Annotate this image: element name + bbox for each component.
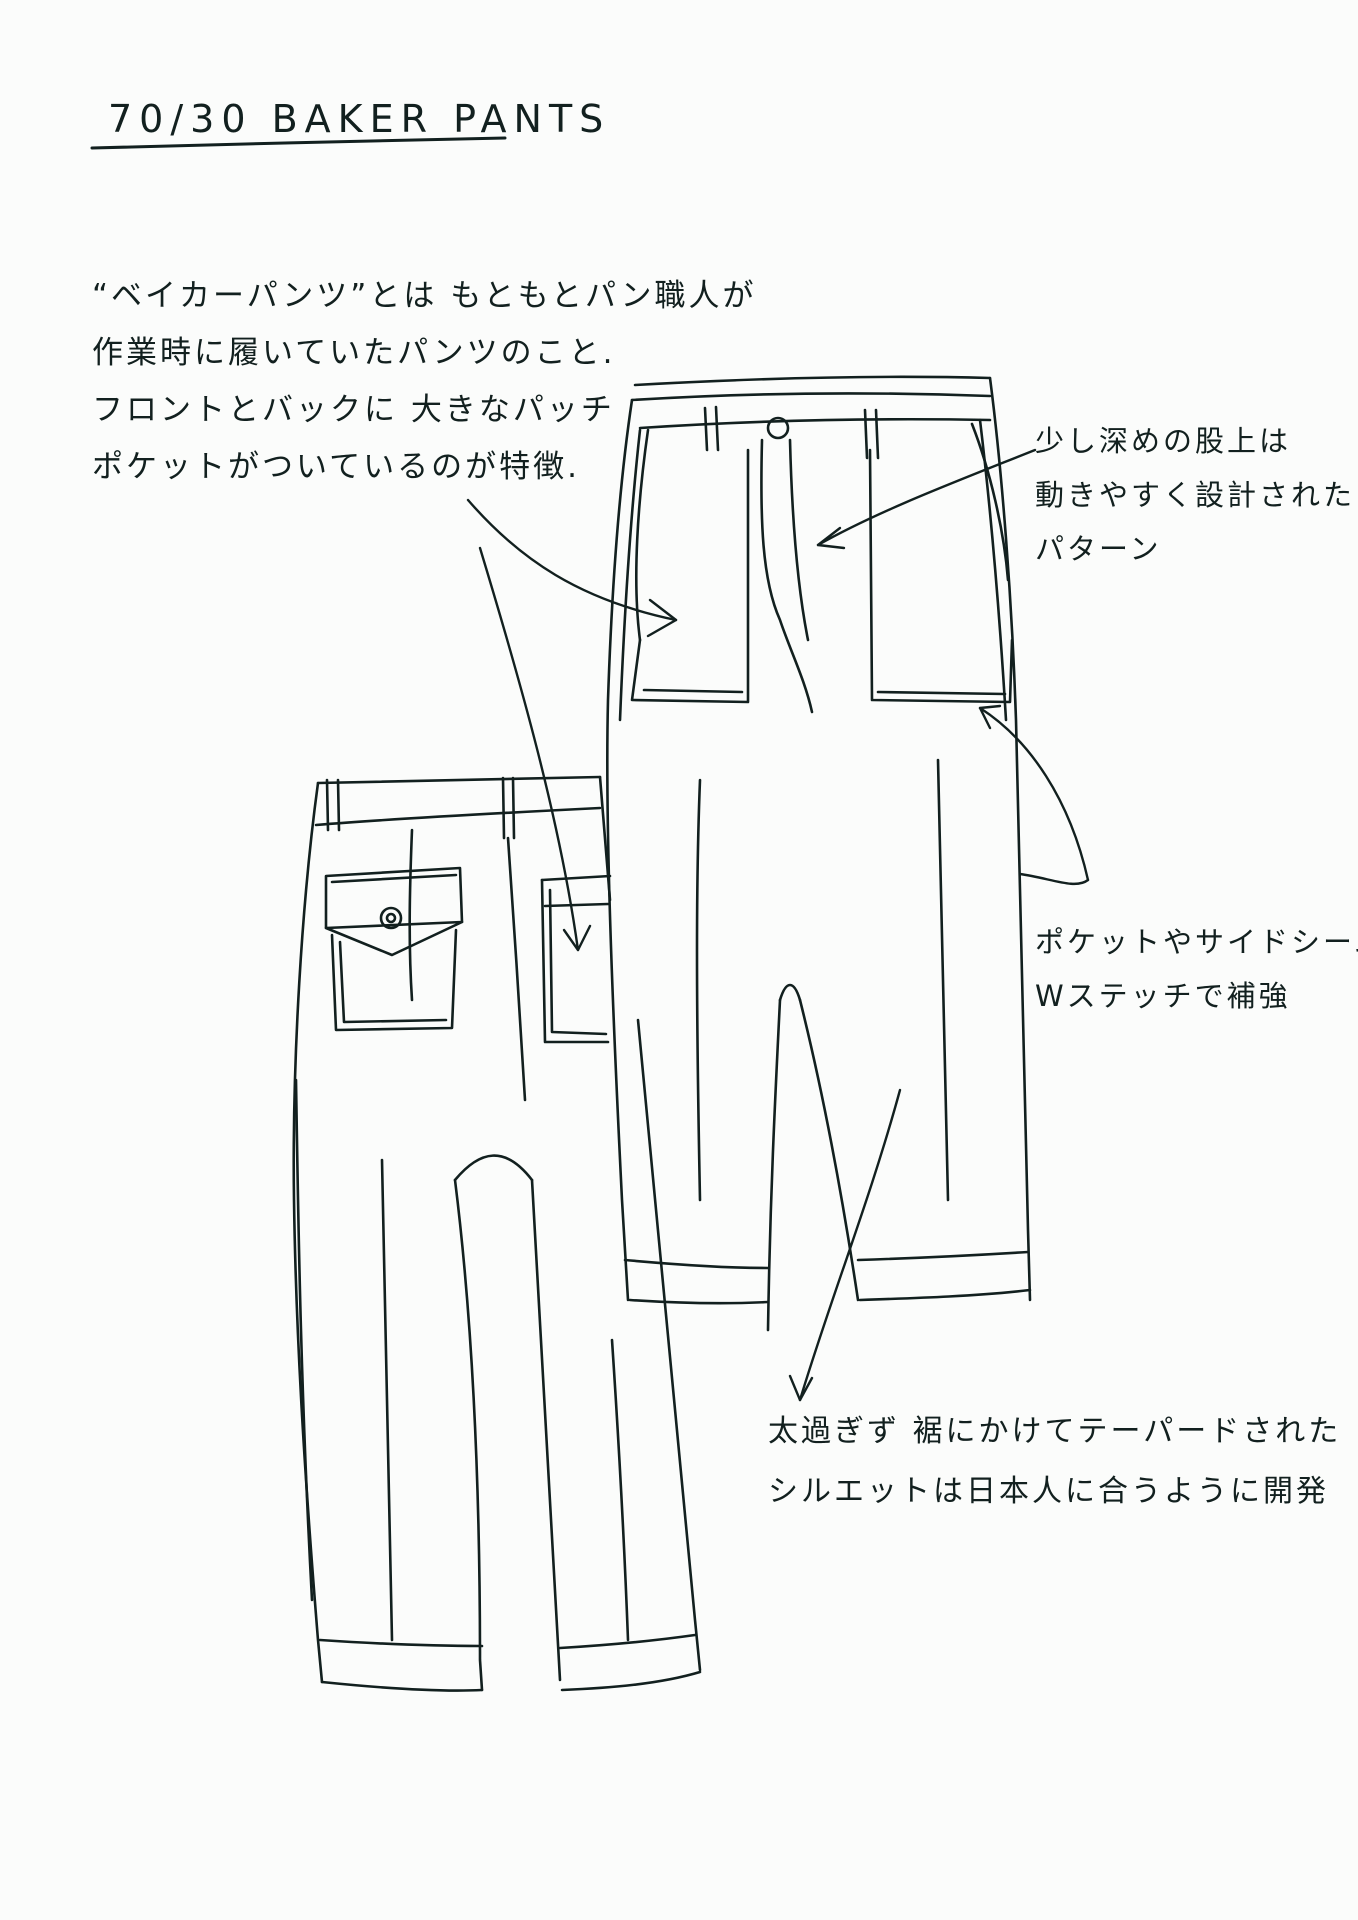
note-line: シルエットは日本人に合うように開発 — [768, 1474, 1329, 1509]
front-view-pants — [606, 375, 1032, 1332]
note-line: 太過ぎず 裾にかけてテーパードされた — [768, 1414, 1342, 1449]
note-line: フロントとバックに 大きなパッチ — [92, 392, 615, 428]
page-title: 70/30 BAKER PANTS — [108, 97, 611, 141]
note-line: Wステッチで補強 — [1035, 979, 1291, 1013]
note-double-stitch: ポケットやサイドシームは Wステッチで補強 — [1035, 915, 1358, 1023]
note-line: ポケットやサイドシームは — [1035, 925, 1358, 959]
note-baker-pants-origin: “ベイカーパンツ”とは もともとパン職人が 作業時に履いていたパンツのこと. フ… — [92, 268, 757, 496]
annotation-arrows — [466, 448, 1090, 1402]
note-line: パターン — [1035, 532, 1162, 566]
note-line: “ベイカーパンツ”とは もともとパン職人が — [92, 278, 757, 314]
note-line: 動きやすく設計された — [1035, 478, 1356, 512]
back-view-pants — [292, 775, 702, 1692]
note-line: 作業時に履いていたパンツのこと. — [92, 335, 616, 371]
note-line: ポケットがついているのが特徴. — [92, 449, 580, 485]
note-line: 少し深めの股上は — [1035, 424, 1292, 458]
note-deep-rise: 少し深めの股上は 動きやすく設計された パターン — [1035, 414, 1355, 576]
title-underline — [90, 136, 507, 150]
note-tapered-silhouette: 太過ぎず 裾にかけてテーパードされた シルエットは日本人に合うように開発 — [768, 1402, 1341, 1522]
